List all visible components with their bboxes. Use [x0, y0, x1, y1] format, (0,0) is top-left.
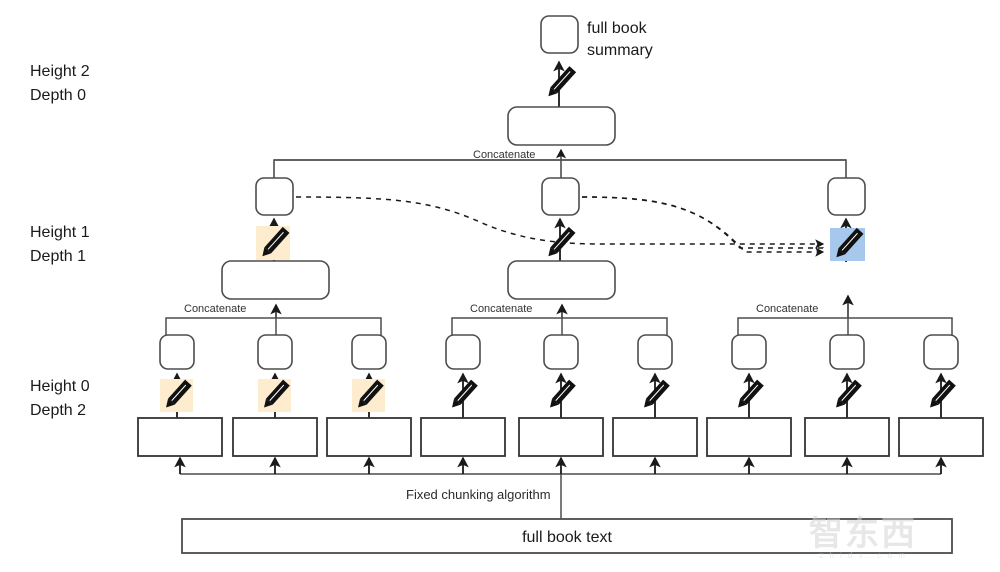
concatenate-label-root: Concatenate [473, 149, 535, 161]
pencil-icon-h0-8[interactable] [833, 379, 862, 411]
level-2-depth: Depth 0 [30, 87, 86, 104]
chunk-rect-7[interactable] [706, 417, 792, 457]
group3-bus-right [848, 317, 953, 337]
dashed-context-from-node1 [295, 196, 825, 249]
height0-node-3[interactable] [351, 334, 387, 370]
group1-bus-right [276, 317, 382, 337]
chunk-rectangles [137, 417, 984, 457]
chunk-rect-8[interactable] [804, 417, 890, 457]
level-2-height: Height 2 [30, 63, 90, 80]
watermark-en: z h i d x . c o m [819, 551, 907, 560]
chunk-rect-6[interactable] [612, 417, 698, 457]
height0-node-2[interactable] [257, 334, 293, 370]
full-book-text-label: full book text [522, 529, 612, 546]
concatenate-label-group-1: Concatenate [184, 303, 246, 315]
group3-bus-left [737, 317, 848, 337]
group2-bus-right [562, 317, 668, 337]
chunk-rect-5[interactable] [518, 417, 604, 457]
height1-node-2[interactable] [541, 177, 580, 216]
chunk-rect-9[interactable] [898, 417, 984, 457]
dashed-context-from-node2 [581, 196, 825, 257]
pencil-icon-h0-4[interactable] [449, 379, 478, 411]
height0-node-5[interactable] [543, 334, 579, 370]
chunk-rect-1[interactable] [137, 417, 223, 457]
level-label-height2: Height 2 Depth 0 [30, 63, 90, 104]
height1-node-3[interactable] [827, 177, 866, 216]
pencil-icon-h0-1[interactable] [163, 379, 192, 411]
height0-node-1[interactable] [159, 334, 195, 370]
full-book-summary-label-line1: full book [587, 20, 648, 37]
pencil-icon-h0-6[interactable] [641, 379, 670, 411]
pencil-icon-h1-3[interactable] [833, 227, 864, 260]
pencil-icon-h0-3[interactable] [355, 379, 384, 411]
height0-node-7[interactable] [731, 334, 767, 370]
level-label-height0: Height 0 Depth 2 [30, 378, 90, 419]
full-book-summary-label-line2: summary [587, 42, 653, 59]
height0-node-8[interactable] [829, 334, 865, 370]
height0-node-6[interactable] [637, 334, 673, 370]
pencil-icon-h0-2[interactable] [261, 379, 290, 411]
chunk-rect-4[interactable] [420, 417, 506, 457]
level-1-height: Height 1 [30, 224, 90, 241]
pencil-icon-h0-9[interactable] [927, 379, 956, 411]
height0-node-4[interactable] [445, 334, 481, 370]
group2-bus-left [451, 317, 562, 337]
concatenate-label-group-3: Concatenate [756, 303, 818, 315]
full-book-summary-node[interactable] [540, 15, 579, 54]
pencil-icon-h1-2[interactable] [545, 226, 576, 259]
concatenate-box-group-1[interactable] [221, 260, 330, 300]
concatenate-label-group-2: Concatenate [470, 303, 532, 315]
concatenate-box-root[interactable] [507, 106, 616, 146]
chunk-rect-2[interactable] [232, 417, 318, 457]
level-1-depth: Depth 1 [30, 248, 86, 265]
pencil-icon-h0-5[interactable] [547, 379, 576, 411]
watermark: 智东西 z h i d x . c o m [809, 514, 917, 560]
concatenate-box-group-2[interactable] [507, 260, 616, 300]
level-0-height: Height 0 [30, 378, 90, 395]
watermark-cn: 智东西 [809, 514, 917, 553]
pencil-icons-group [160, 66, 956, 412]
pencil-icon-root[interactable] [545, 66, 577, 99]
height0-nodes [159, 334, 959, 370]
level-0-depth: Depth 2 [30, 402, 86, 419]
pencil-icon-h0-7[interactable] [735, 379, 764, 411]
pencil-icon-h1-1[interactable] [259, 226, 290, 259]
full-book-text-box[interactable] [181, 518, 953, 554]
chunk-rect-3[interactable] [326, 417, 412, 457]
height0-node-9[interactable] [923, 334, 959, 370]
level-label-height1: Height 1 Depth 1 [30, 224, 90, 265]
chunking-algorithm-label: Fixed chunking algorithm [406, 487, 551, 502]
height1-node-1[interactable] [255, 177, 294, 216]
bus-to-chunk-arrows [174, 456, 947, 474]
